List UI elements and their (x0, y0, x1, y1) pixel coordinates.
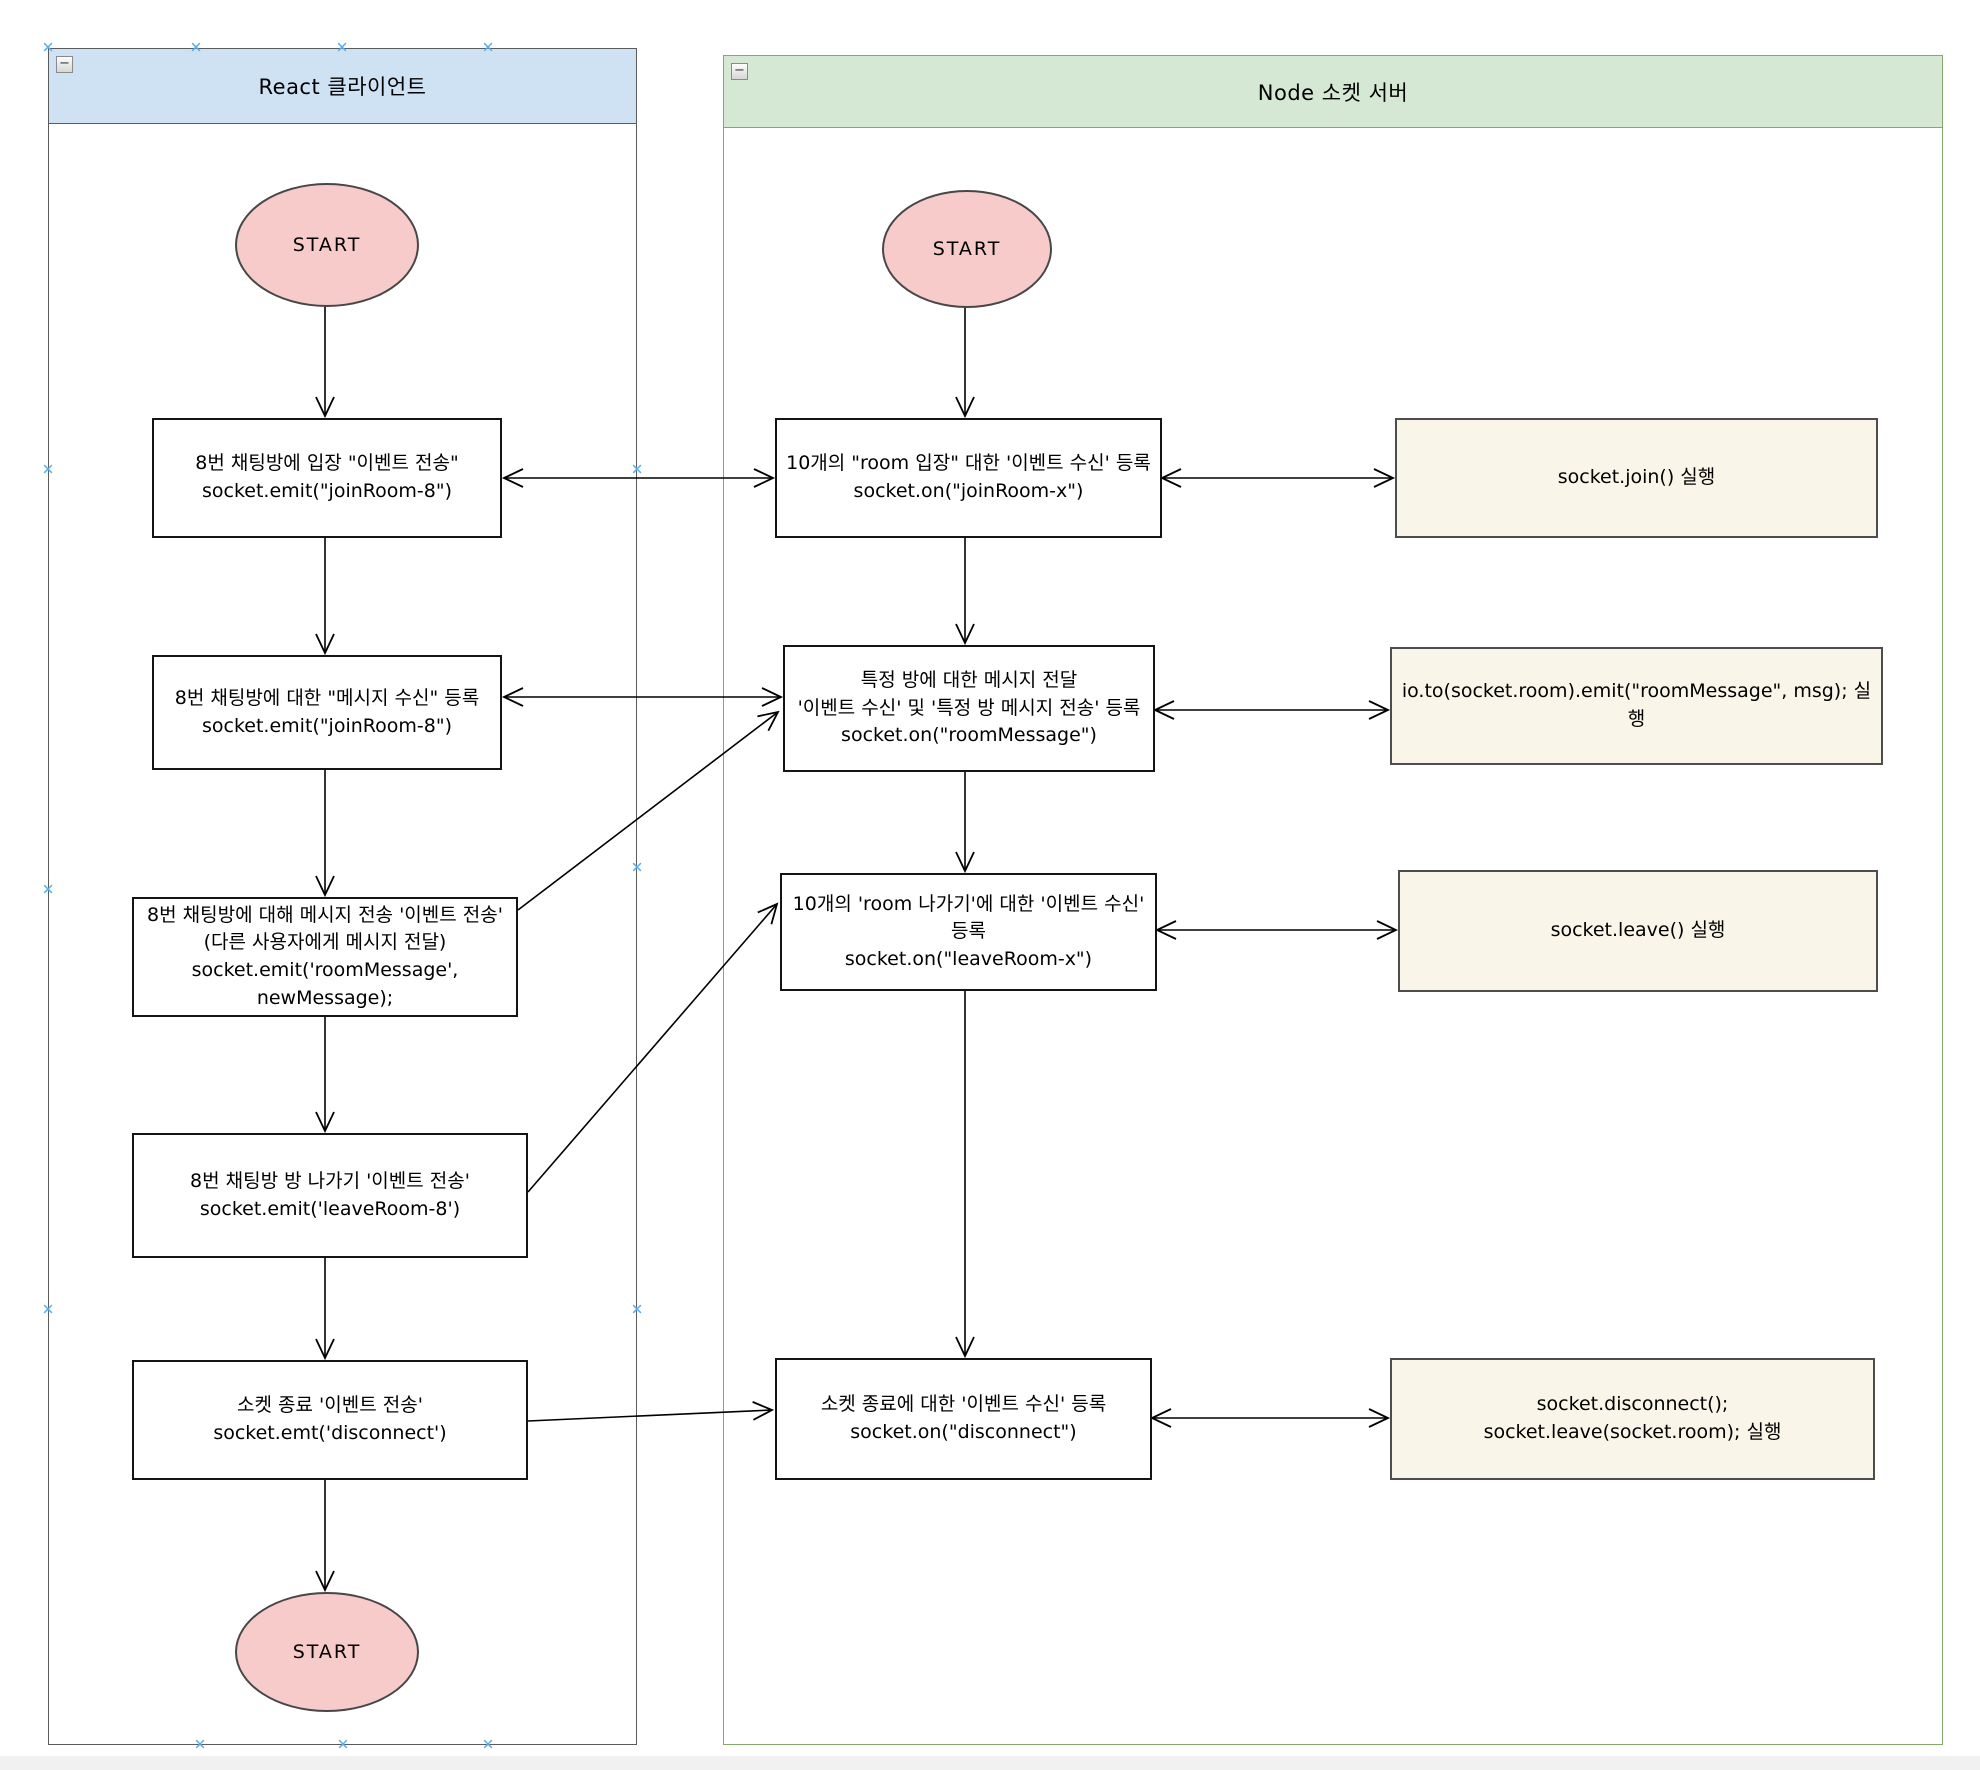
server-node-join-handler[interactable]: 10개의 "room 입장" 대한 '이벤트 수신' 등록 socket.on(… (775, 418, 1162, 538)
page-edge (0, 1756, 1980, 1770)
node-label: socket.leave() 실행 (1550, 919, 1726, 942)
start-label: START (932, 238, 1002, 260)
client-node-disconnect[interactable]: 소켓 종료 '이벤트 전송' socket.emt('disconnect') (132, 1360, 528, 1480)
start-label: START (292, 234, 362, 256)
server-start[interactable]: START (882, 190, 1052, 308)
handle-icon: ✕ (335, 38, 349, 57)
node-label: 8번 채팅방에 대해 메시지 전송 '이벤트 전송' (다른 사용자에게 메시지… (147, 903, 503, 1009)
handle-icon: ✕ (189, 38, 203, 57)
handle-icon: ✕ (630, 1300, 644, 1319)
edge-sendmessage-to-messagehandler[interactable] (517, 710, 780, 911)
container-node-server-header[interactable]: Node 소켓 서버 (724, 56, 1942, 128)
handle-icon: ✕ (41, 880, 55, 899)
handle-icon: ✕ (193, 1735, 207, 1754)
server-action-emit-room-message[interactable]: io.to(socket.room).emit("roomMessage", m… (1390, 647, 1883, 765)
node-label: 소켓 종료 '이벤트 전송' socket.emt('disconnect') (213, 1394, 447, 1444)
handle-icon: ✕ (630, 858, 644, 877)
node-label: 소켓 종료에 대한 '이벤트 수신' 등록 socket.on("disconn… (820, 1393, 1107, 1443)
node-label: socket.disconnect(); socket.leave(socket… (1483, 1393, 1782, 1443)
client-start-bottom[interactable]: START (235, 1592, 419, 1712)
collapse-icon[interactable]: − (731, 63, 748, 80)
node-label: 특정 방에 대한 메시지 전달 '이벤트 수신' 및 '특정 방 메시지 전송'… (797, 669, 1141, 747)
handle-icon: ✕ (41, 1300, 55, 1319)
start-label: START (292, 1641, 362, 1663)
handle-icon: ✕ (630, 460, 644, 479)
edge-disconnect-to-disconnecthandler[interactable] (527, 1401, 775, 1422)
node-label: 10개의 'room 나가기'에 대한 '이벤트 수신' 등록 socket.o… (792, 892, 1145, 970)
client-node-register-receive[interactable]: 8번 채팅방에 대한 "메시지 수신" 등록 socket.emit("join… (152, 655, 502, 770)
node-label: 10개의 "room 입장" 대한 '이벤트 수신' 등록 socket.on(… (786, 452, 1151, 502)
node-label: socket.join() 실행 (1557, 466, 1716, 489)
container-node-server-title: Node 소켓 서버 (1257, 80, 1409, 105)
server-node-message-handler[interactable]: 특정 방에 대한 메시지 전달 '이벤트 수신' 및 '특정 방 메시지 전송'… (783, 645, 1155, 772)
server-node-disconnect-handler[interactable]: 소켓 종료에 대한 '이벤트 수신' 등록 socket.on("disconn… (775, 1358, 1152, 1480)
server-action-disconnect[interactable]: socket.disconnect(); socket.leave(socket… (1390, 1358, 1875, 1480)
handle-icon: ✕ (481, 1735, 495, 1754)
handle-icon: ✕ (481, 38, 495, 57)
node-label: 8번 채팅방 방 나가기 '이벤트 전송' socket.emit('leave… (190, 1169, 470, 1220)
server-node-leave-handler[interactable]: 10개의 'room 나가기'에 대한 '이벤트 수신' 등록 socket.o… (780, 873, 1157, 991)
server-action-join[interactable]: socket.join() 실행 (1395, 418, 1878, 538)
server-action-leave[interactable]: socket.leave() 실행 (1398, 870, 1878, 992)
container-react-client-title: React 클라이언트 (258, 75, 427, 99)
client-node-send-message[interactable]: 8번 채팅방에 대해 메시지 전송 '이벤트 전송' (다른 사용자에게 메시지… (132, 897, 518, 1017)
node-label: 8번 채팅방에 대한 "메시지 수신" 등록 socket.emit("join… (174, 686, 480, 737)
client-node-leave-room[interactable]: 8번 채팅방 방 나가기 '이벤트 전송' socket.emit('leave… (132, 1133, 528, 1258)
handle-icon: ✕ (41, 38, 55, 57)
node-label: io.to(socket.room).emit("roomMessage", m… (1401, 680, 1872, 730)
edge-leaveroom-to-leavehandler[interactable] (527, 902, 779, 1193)
handle-icon: ✕ (41, 460, 55, 479)
node-label: 8번 채팅방에 입장 "이벤트 전송" socket.emit("joinRoo… (195, 452, 459, 502)
client-start-top[interactable]: START (235, 183, 419, 307)
container-react-client-header[interactable]: React 클라이언트 (49, 49, 636, 124)
collapse-icon[interactable]: − (56, 56, 73, 73)
client-node-join-room[interactable]: 8번 채팅방에 입장 "이벤트 전송" socket.emit("joinRoo… (152, 418, 502, 538)
handle-icon: ✕ (336, 1735, 350, 1754)
